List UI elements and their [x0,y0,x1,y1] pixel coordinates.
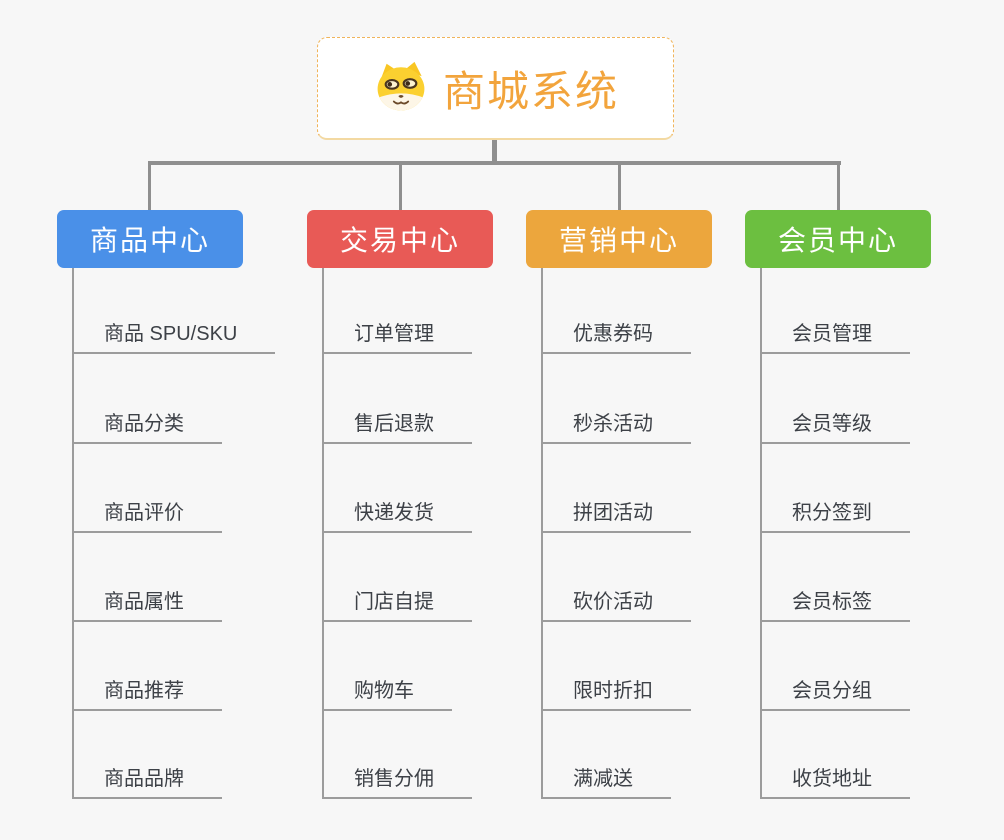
connector-bus [148,161,841,165]
leaf-node[interactable]: 商品 SPU/SKU [72,322,276,354]
leaf-node[interactable]: 门店自提 [322,590,472,622]
leaf-node[interactable]: 积分签到 [760,501,910,533]
branch-member-center[interactable]: 会员中心 [745,210,931,268]
branch-marketing-center[interactable]: 营销中心 [526,210,712,268]
leaf-node[interactable]: 商品属性 [72,590,222,622]
leaf-node[interactable]: 商品推荐 [72,679,222,711]
branch-trade-center[interactable]: 交易中心 [307,210,493,268]
branch-product-center[interactable]: 商品中心 [57,210,243,268]
branch-column-marketing: 营销中心 优惠券码 秒杀活动 拼团活动 砍价活动 限时折扣 满减送 [526,210,712,799]
leaf-node[interactable]: 优惠券码 [541,322,691,354]
leaf-node[interactable]: 商品评价 [72,501,222,533]
leaf-node[interactable]: 满减送 [541,767,671,799]
leaf-node[interactable]: 限时折扣 [541,679,691,711]
leaf-node[interactable]: 会员管理 [760,322,910,354]
leaf-node[interactable]: 商品品牌 [72,767,222,799]
shiba-dog-icon [372,61,430,115]
connector-trunk [492,140,497,164]
branch-connector-line [72,268,74,798]
root-node[interactable]: 商城系统 [317,37,674,140]
connector-drop [618,163,621,210]
branch-label: 会员中心 [777,225,898,256]
branch-column-product: 商品中心 商品 SPU/SKU 商品分类 商品评价 商品属性 商品推荐 商品品牌 [57,210,276,799]
branch-column-trade: 交易中心 订单管理 售后退款 快递发货 门店自提 购物车 销售分佣 [307,210,493,799]
branch-label: 商品中心 [89,225,210,256]
branch-label: 交易中心 [339,225,460,256]
branch-label: 营销中心 [558,225,679,256]
branch-connector-line [322,268,324,798]
connector-drop [399,163,402,210]
leaf-node[interactable]: 砍价活动 [541,590,691,622]
leaf-node[interactable]: 销售分佣 [322,767,472,799]
leaf-node[interactable]: 快递发货 [322,501,472,533]
leaf-node[interactable]: 售后退款 [322,412,472,444]
leaf-node[interactable]: 商品分类 [72,412,222,444]
leaf-node[interactable]: 收货地址 [760,767,910,799]
leaf-node[interactable]: 会员标签 [760,590,910,622]
leaf-node[interactable]: 购物车 [322,679,452,711]
leaf-node[interactable]: 会员等级 [760,412,910,444]
branch-connector-line [760,268,762,798]
connector-drop [837,163,840,210]
leaf-node[interactable]: 秒杀活动 [541,412,691,444]
connector-drop [148,163,151,210]
leaf-node[interactable]: 会员分组 [760,679,910,711]
root-title: 商城系统 [442,67,619,115]
leaf-node[interactable]: 订单管理 [322,322,472,354]
leaf-node[interactable]: 拼团活动 [541,501,691,533]
branch-connector-line [541,268,543,798]
branch-column-member: 会员中心 会员管理 会员等级 积分签到 会员标签 会员分组 收货地址 [745,210,931,799]
